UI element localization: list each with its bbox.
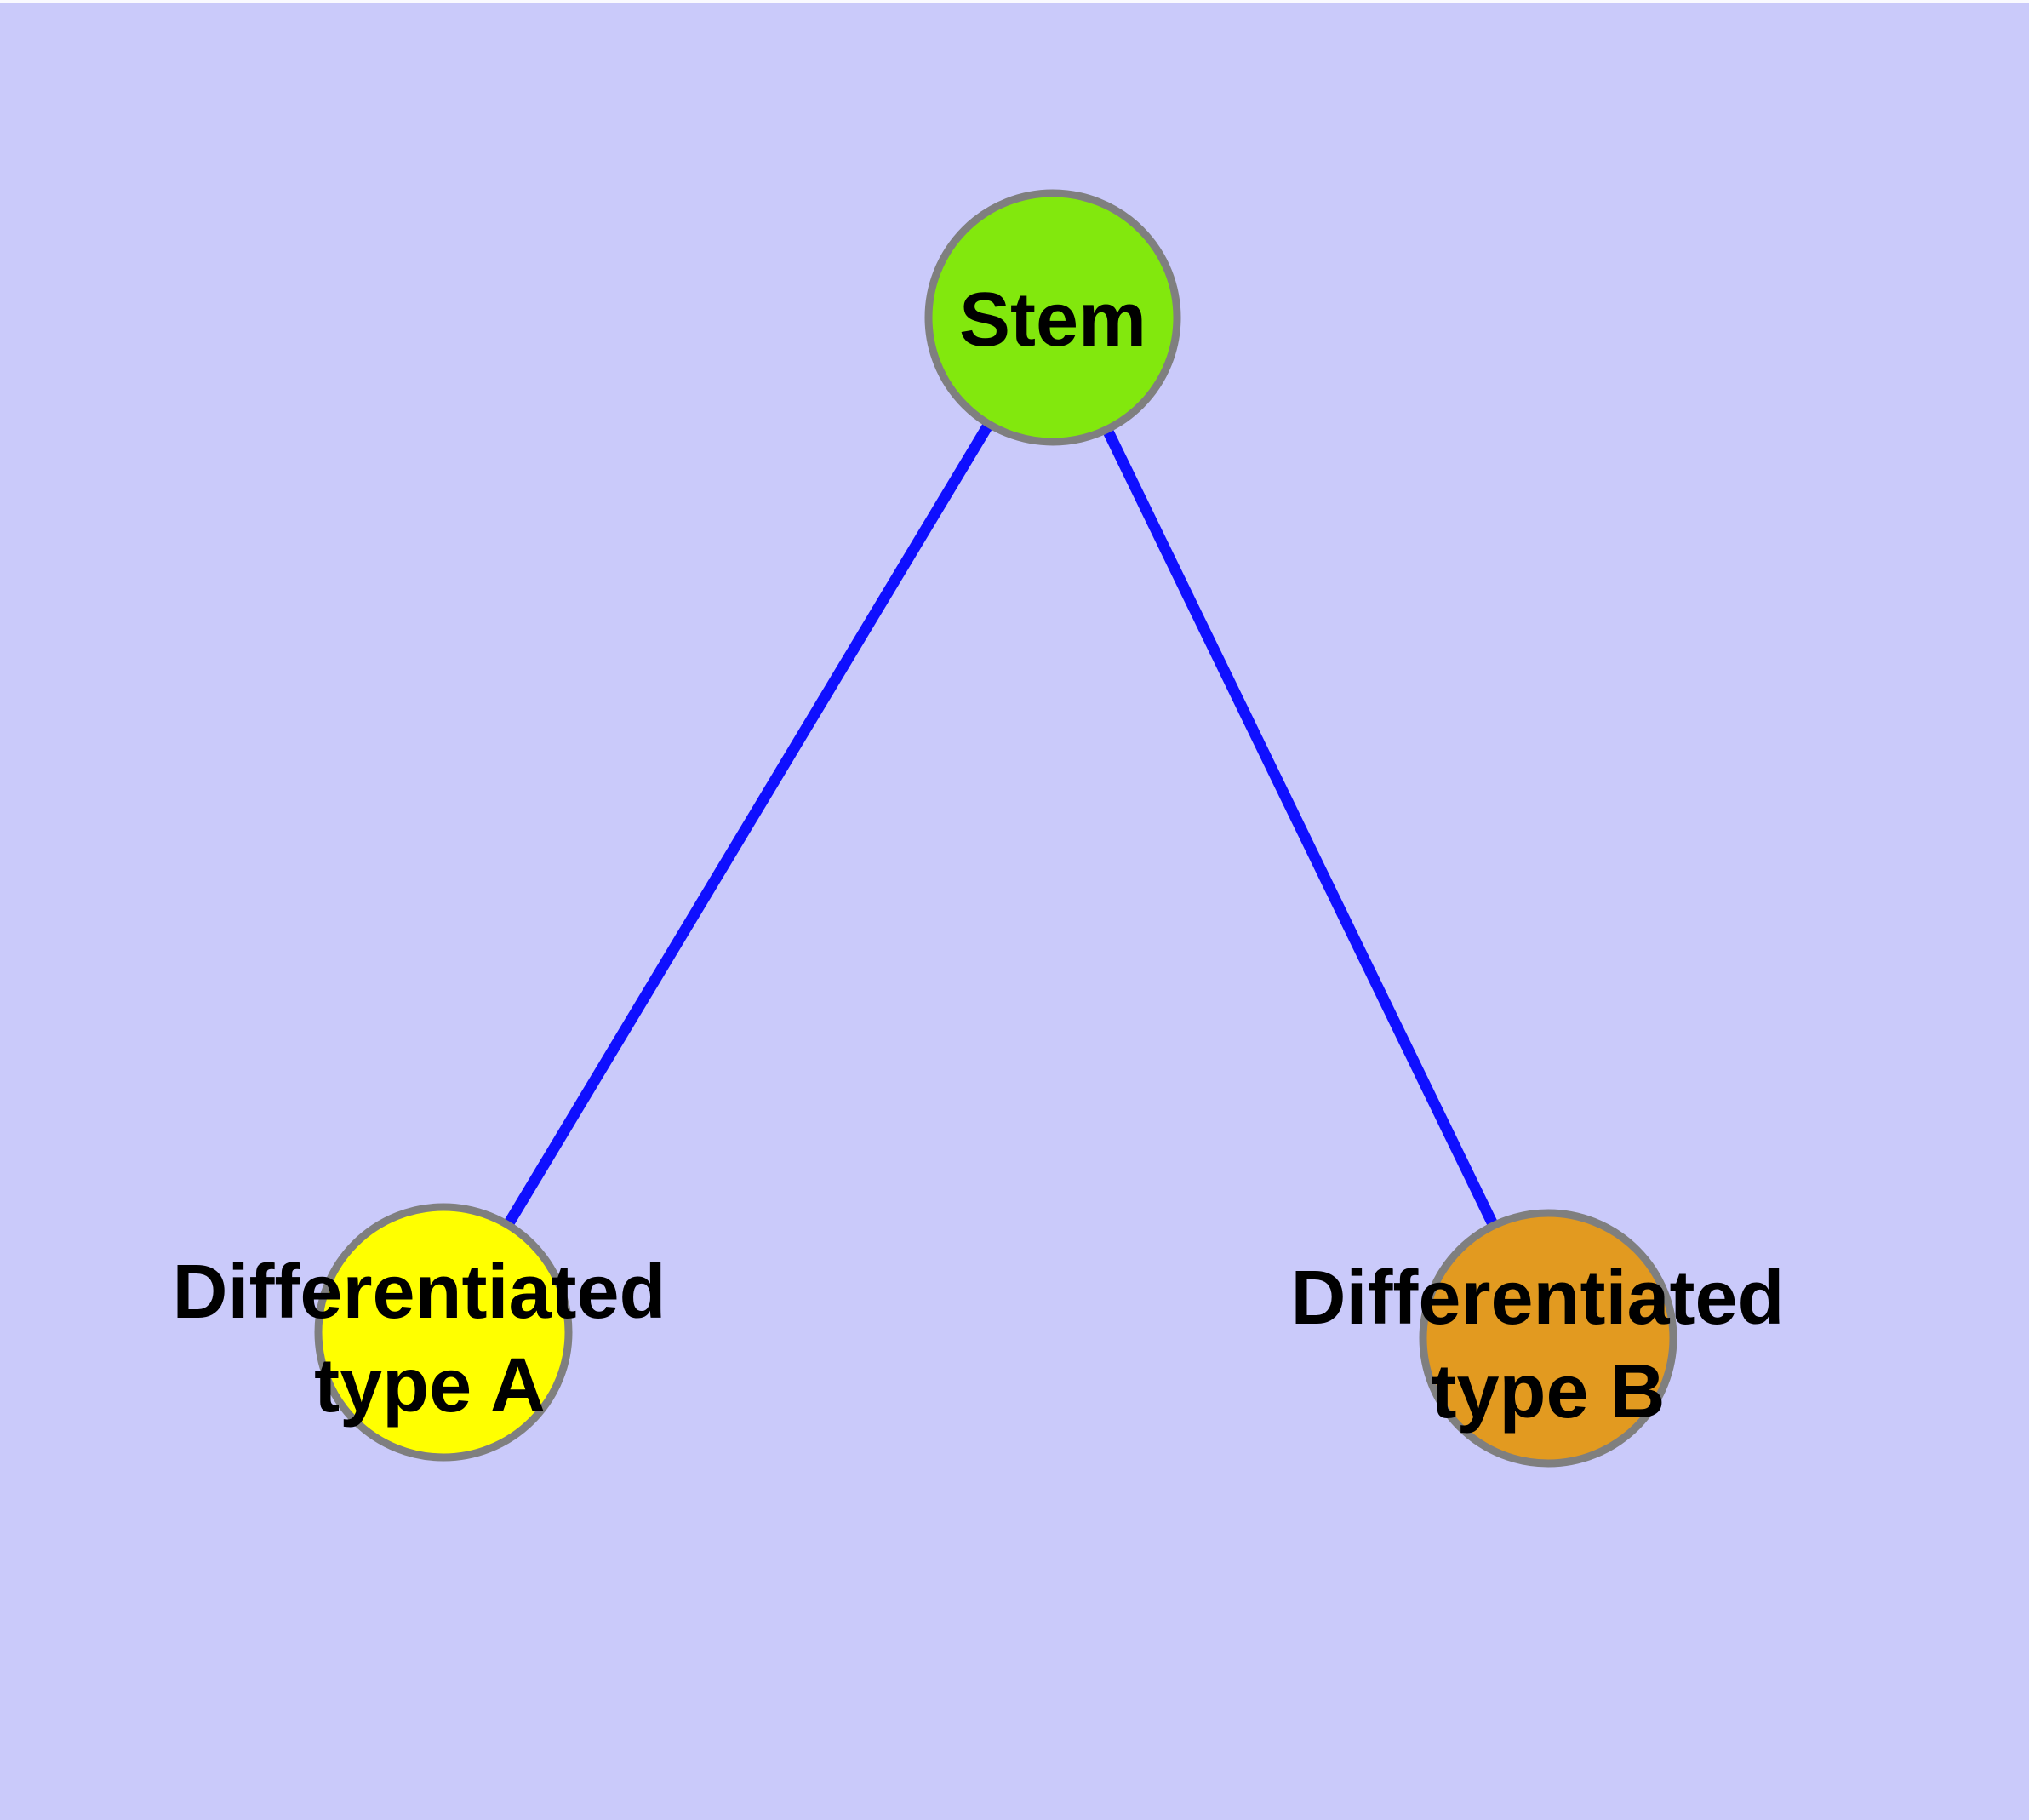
edge-group <box>438 314 1553 1341</box>
node-type-b-circle <box>1419 1209 1677 1468</box>
node-stem-circle <box>924 189 1181 446</box>
node-type-b-label-line-1: Differentiated <box>1290 1256 1784 1341</box>
node-type-a-label-line-2: type A <box>314 1343 546 1428</box>
edge-stem-to-type-a <box>438 314 1058 1336</box>
node-stem-label-line: Stem <box>959 278 1146 363</box>
node-type-a-label-line-1: Differentiated <box>172 1250 666 1335</box>
edge-stem-to-type-b <box>1048 315 1553 1341</box>
node-type-b-label: Differentiated type B <box>1290 1256 1805 1434</box>
node-type-a: Differentiated type A <box>172 1203 687 1462</box>
node-stem: Stem <box>924 189 1181 446</box>
top-edge-strip <box>0 0 2029 3</box>
node-type-b-label-line-2: type B <box>1431 1349 1665 1434</box>
node-type-a-circle <box>314 1203 573 1462</box>
node-type-a-label: Differentiated type A <box>172 1250 687 1428</box>
node-type-b: Differentiated type B <box>1290 1209 1805 1468</box>
node-stem-label: Stem <box>959 278 1146 363</box>
